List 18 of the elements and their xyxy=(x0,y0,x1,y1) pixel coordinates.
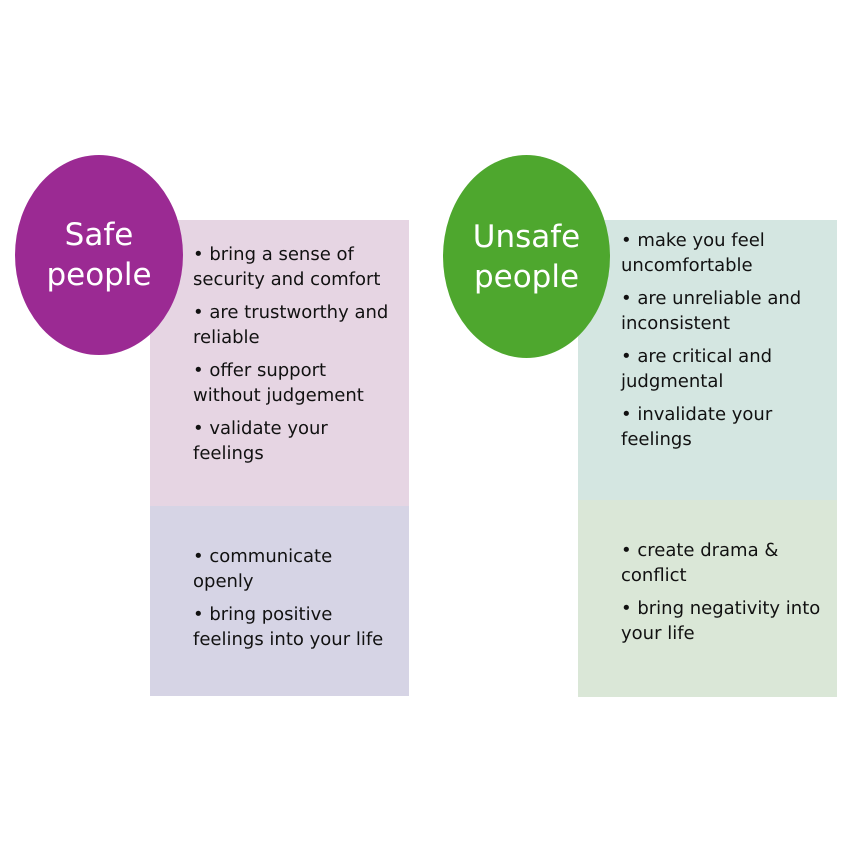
text-panel xyxy=(578,220,837,500)
text-panel xyxy=(150,220,409,506)
bullet-item: • create drama & conflict xyxy=(621,539,780,588)
text-panel xyxy=(150,506,409,696)
bullet-item: • bring negativity into your life xyxy=(621,597,822,646)
bullet-item: • bring a sense of security and comfort xyxy=(193,243,382,292)
bullet-item: • bring positive feelings into your life xyxy=(193,603,384,652)
bullet-item: • invalidate your feelings xyxy=(621,403,774,452)
bullet-item: • are unreliable and inconsistent xyxy=(621,287,802,336)
bullet-item: • are trustworthy and reliable xyxy=(193,301,390,350)
heading: Unsafe people xyxy=(472,218,582,296)
bullet-item: • communicate openly xyxy=(193,545,334,594)
text-panel xyxy=(578,500,837,697)
bullet-item: • validate your feelings xyxy=(193,417,329,466)
bullet-item: • are critical and judgmental xyxy=(621,345,774,394)
bullet-item: • make you feel uncomfortable xyxy=(621,229,766,278)
bullet-item: • offer support without judgement xyxy=(193,359,365,408)
heading: Safe people xyxy=(45,216,153,295)
